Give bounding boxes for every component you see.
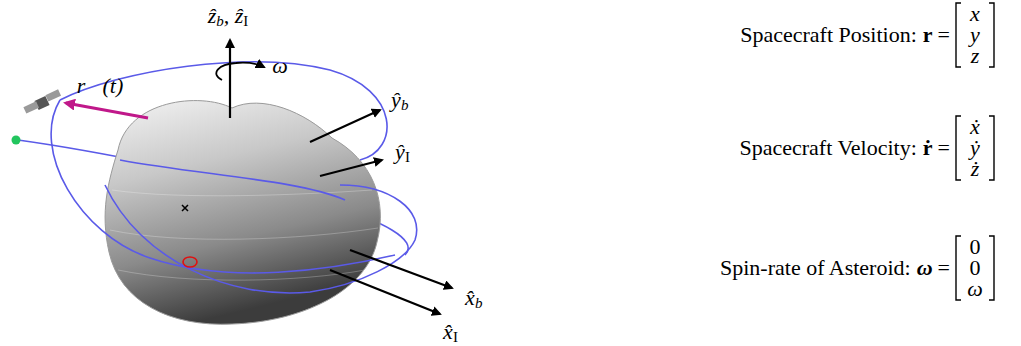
axis-subscript: b <box>216 14 224 30</box>
vector-symbol: ṙ <box>923 136 933 159</box>
equation-text: Spin-rate of Asteroid: <box>720 256 911 279</box>
matrix-entry: z <box>971 44 980 67</box>
vector-symbol: r <box>923 23 933 46</box>
start-dot <box>12 136 21 145</box>
spacecraft-icon <box>23 89 61 113</box>
spin-arrow <box>216 63 264 80</box>
matrix-entry: ẏ <box>970 136 980 159</box>
axis-subscript: I <box>243 14 248 30</box>
asteroid-body <box>105 101 380 325</box>
equation-text: Spacecraft Velocity: <box>739 136 916 159</box>
matrix-entry: ẋ <box>970 115 980 138</box>
equals-sign: = <box>938 256 950 279</box>
axis-subscript: I <box>405 150 410 166</box>
matrix-entry: ż <box>971 157 980 180</box>
orbit-path <box>51 100 417 293</box>
vector-label: r⃗(t) <box>77 74 123 97</box>
xi-axis <box>330 270 440 314</box>
matrix-entry: y <box>970 23 980 46</box>
axis-subscript: I <box>453 330 458 346</box>
axis-label: , ẑ <box>224 4 244 27</box>
axis-label: ŷ <box>395 140 405 163</box>
matrix-entry: ω <box>967 277 983 300</box>
axis-subscript: b <box>475 296 483 312</box>
axis-label: x̂ <box>465 286 475 309</box>
matrix-entry: 0 <box>970 235 981 258</box>
matrix-bracket <box>956 3 994 300</box>
equals-sign: = <box>938 136 950 159</box>
equation-text: Spacecraft Position: <box>740 23 917 46</box>
target-mark <box>183 257 197 267</box>
axis-label: x̂ <box>443 320 453 343</box>
position-vector <box>66 103 148 118</box>
yb-axis <box>310 110 380 142</box>
yi-axis <box>320 160 382 176</box>
xb-axis <box>350 250 452 288</box>
axis-label: ẑ <box>208 4 217 27</box>
axis-subscript: b <box>401 98 409 114</box>
center-mark <box>182 205 188 211</box>
spin-label: ω <box>272 54 288 77</box>
axis-label: ŷ <box>391 88 401 111</box>
vector-symbol: ω <box>917 256 933 279</box>
matrix-entry: x <box>970 2 980 25</box>
equals-sign: = <box>938 23 950 46</box>
z-axis <box>229 40 231 118</box>
matrix-entry: 0 <box>970 256 981 279</box>
